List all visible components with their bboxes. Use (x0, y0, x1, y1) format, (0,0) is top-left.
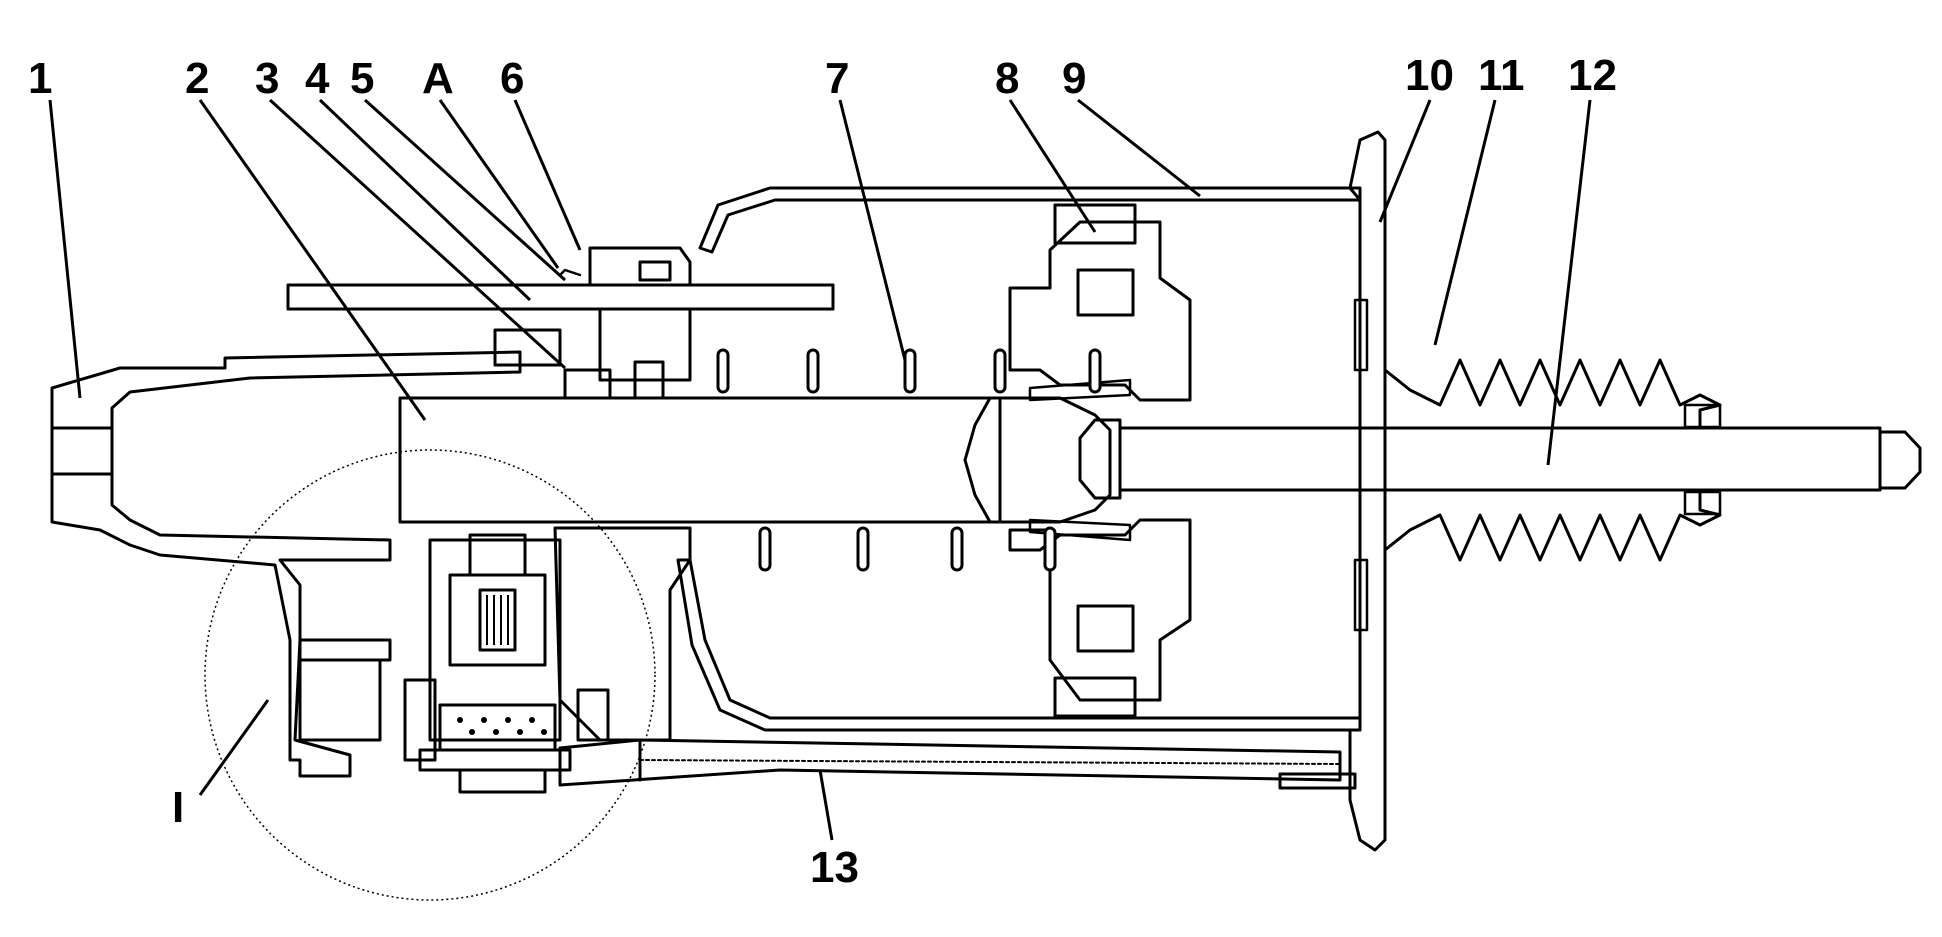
push-rod (1078, 418, 1922, 500)
cylinder (676, 130, 1387, 852)
bellows (1383, 358, 1722, 562)
callout-6: 6 (500, 54, 524, 103)
callout-7: 7 (825, 54, 849, 103)
piston (1008, 203, 1192, 718)
callout-10: 10 (1405, 51, 1454, 100)
callout-4: 4 (305, 54, 330, 103)
valve-assembly (403, 526, 692, 794)
leader-lines (48, 98, 1592, 841)
supply-pipe (558, 738, 1357, 790)
upper-seal-block (493, 246, 692, 400)
callout-5: 5 (350, 54, 374, 103)
housing (50, 350, 522, 778)
callout-9: 9 (1062, 54, 1086, 103)
piston-rod (398, 396, 1112, 524)
return-spring (716, 348, 1102, 572)
callout-3: 3 (255, 54, 279, 103)
callout-13: 13 (810, 843, 859, 892)
callout-labels: 1 2 3 4 5 A 6 7 8 9 10 11 12 13 I (28, 51, 1617, 892)
callout-2: 2 (185, 54, 209, 103)
callout-12: 12 (1568, 51, 1617, 100)
callout-i: I (172, 783, 184, 832)
callout-11: 11 (1478, 51, 1525, 100)
detail-circle-i (204, 449, 656, 901)
callout-8: 8 (995, 54, 1019, 103)
callout-1: 1 (28, 54, 52, 103)
guide-bar (286, 283, 835, 311)
callout-a: A (422, 54, 454, 103)
